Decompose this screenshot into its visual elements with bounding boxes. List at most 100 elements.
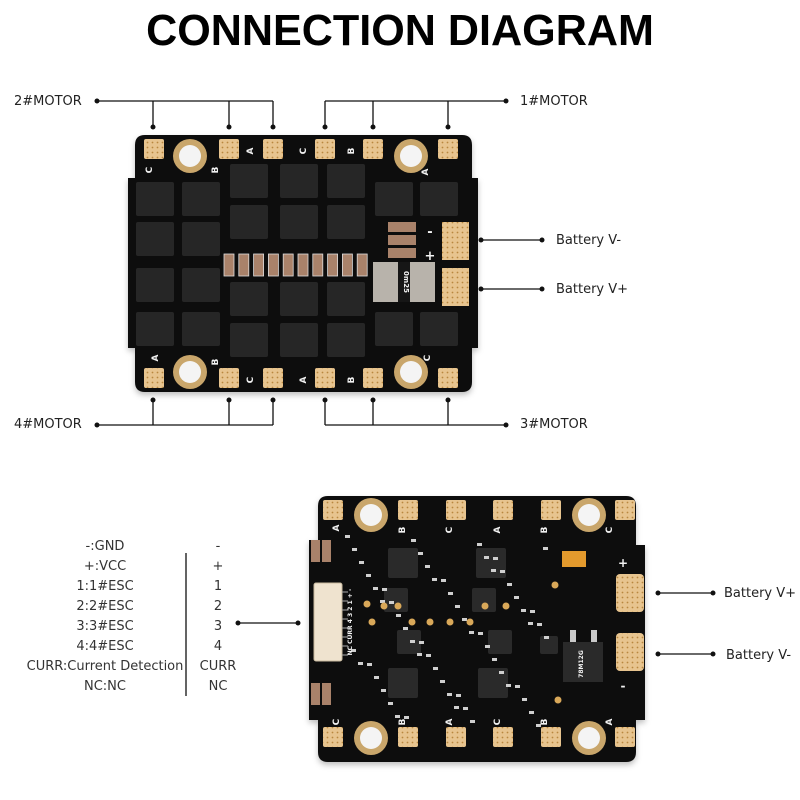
motor-2-connector-lines — [97, 100, 274, 127]
bottom-mounting-hole-3 — [354, 721, 388, 755]
bottom-minus-symbol: - — [621, 679, 626, 693]
capacitor — [238, 253, 250, 277]
smd-component — [507, 583, 512, 586]
top-mounting-hole-3 — [173, 355, 207, 389]
via-pad — [446, 618, 454, 626]
mcu-chip — [476, 548, 506, 578]
mcu-chip — [397, 630, 421, 654]
bottom-motor-pad-upper-5 — [541, 500, 561, 520]
mosfet — [327, 323, 365, 357]
top-mounting-hole-2 — [394, 139, 428, 173]
top-pad-letter-lower-2: B — [211, 358, 221, 365]
top-mosfet-array — [136, 164, 458, 357]
top-pad-letter-lower-5: B — [347, 376, 357, 383]
mosfet — [182, 268, 220, 302]
pin-def-vcc: +:VCC — [83, 559, 127, 574]
smd-component — [396, 614, 401, 617]
bottom-mounting-hole-4 — [572, 721, 606, 755]
bottom-battery-pos-label: Battery V+ — [724, 586, 797, 601]
top-pad-letter-lower-1: A — [151, 354, 161, 361]
mosfet — [230, 164, 268, 198]
bottom-pad-letter-lower-6: A — [605, 718, 615, 725]
capacitor — [356, 253, 368, 277]
motor-4-label: 4#MOTOR — [14, 417, 82, 432]
capacitor — [282, 253, 294, 277]
smd-component — [351, 649, 356, 652]
top-battery-pos-label: Battery V+ — [556, 282, 629, 297]
smd-component — [454, 706, 459, 709]
tantalum-capacitor — [562, 551, 586, 567]
shunt-marking: 0m25 — [402, 271, 410, 293]
smd-component — [419, 641, 424, 644]
smd-component — [536, 724, 541, 727]
pin-short-esc4: 4 — [213, 639, 223, 654]
via-pad — [426, 618, 434, 626]
top-motor-pad-lower-4 — [315, 368, 335, 388]
capacitor — [267, 253, 279, 277]
capacitor — [312, 253, 324, 277]
bottom-motor-pad-upper-1 — [323, 500, 343, 520]
bottom-motor-pad-lower-4 — [493, 727, 513, 747]
top-motor-pad-lower-6 — [438, 368, 458, 388]
via-pad — [394, 602, 402, 610]
top-pad-letter-upper-3: A — [246, 147, 256, 154]
smd-component — [352, 548, 357, 551]
top-pad-letter-upper-4: C — [299, 147, 309, 154]
top-battery-lines — [481, 239, 542, 290]
bottom-motor-pad-upper-4 — [493, 500, 513, 520]
top-plus-symbol: + — [425, 249, 436, 264]
mcu-chip — [388, 548, 418, 578]
smd-component — [426, 654, 431, 657]
mosfet — [327, 282, 365, 316]
top-motor-pad-upper-6 — [438, 139, 458, 159]
pin-short-gnd: - — [215, 539, 221, 554]
signal-connector[interactable] — [313, 582, 343, 662]
top-minus-symbol: - — [427, 225, 432, 240]
via-pad — [368, 618, 376, 626]
smd-component — [493, 557, 498, 560]
smd-component — [544, 636, 549, 639]
smd-component — [470, 720, 475, 723]
motor-3-label: 3#MOTOR — [520, 417, 588, 432]
smd-component — [411, 539, 416, 542]
bottom-battery-neg-label: Battery V- — [726, 648, 792, 663]
top-pad-letter-upper-6: A — [421, 168, 431, 175]
top-pad-letter-lower-6: C — [423, 354, 433, 361]
mosfet — [230, 323, 268, 357]
mosfet — [280, 323, 318, 357]
smd-component — [432, 578, 437, 581]
capacitor — [327, 253, 339, 277]
top-motor-pad-lower-5 — [363, 368, 383, 388]
bottom-motor-pad-lower-1 — [323, 727, 343, 747]
motor-2-label: 2#MOTOR — [14, 94, 82, 109]
bottom-pad-letter-lower-1: C — [332, 718, 342, 725]
capacitor — [341, 253, 353, 277]
mosfet — [327, 205, 365, 239]
mosfet — [230, 282, 268, 316]
bottom-pad-letter-upper-6: C — [605, 526, 615, 533]
bottom-pad-letter-lower-5: B — [540, 718, 550, 725]
mcu-chip — [488, 630, 512, 654]
smd-component — [499, 671, 504, 674]
top-cap-2 — [388, 235, 416, 245]
pin-def-esc3: 3:3#ESC — [76, 619, 134, 634]
bottom-mcu-array — [345, 535, 562, 727]
motor-1-connector-lines — [324, 100, 506, 127]
smd-component — [389, 601, 394, 604]
top-capacitor-row — [223, 253, 368, 277]
via-pad — [502, 602, 510, 610]
voltage-regulator — [563, 642, 603, 682]
via-pad — [380, 602, 388, 610]
smd-component — [358, 662, 363, 665]
pin-short-esc2: 2 — [213, 599, 223, 614]
pin-short-curr: CURR — [199, 659, 237, 674]
smd-component — [515, 685, 520, 688]
mcu-chip — [384, 588, 408, 612]
pin-short-list: - + 1 2 3 4 CURR NC — [188, 537, 248, 697]
bottom-pad-letter-lower-3: A — [445, 718, 455, 725]
mosfet — [136, 222, 174, 256]
top-pad-letter-upper-1: C — [145, 166, 155, 173]
capacitor — [253, 253, 265, 277]
top-motor-pad-lower-3 — [263, 368, 283, 388]
